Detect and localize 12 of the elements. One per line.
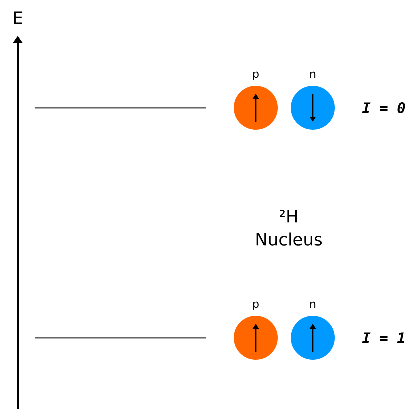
particle-circle xyxy=(234,316,278,360)
particle-label: n xyxy=(310,302,316,308)
particle-label: n xyxy=(310,72,316,78)
particle-circle xyxy=(234,86,278,130)
axis-label: E xyxy=(14,12,22,24)
particle-label: p xyxy=(254,302,259,310)
nucleus-label: ²H Nucleus xyxy=(256,210,322,246)
particle-circle xyxy=(291,316,335,360)
spin-label: I = 1 xyxy=(362,332,404,344)
particle-circle xyxy=(291,86,335,130)
particle-label: p xyxy=(254,72,259,80)
spin-label: I = 0 xyxy=(362,102,406,114)
